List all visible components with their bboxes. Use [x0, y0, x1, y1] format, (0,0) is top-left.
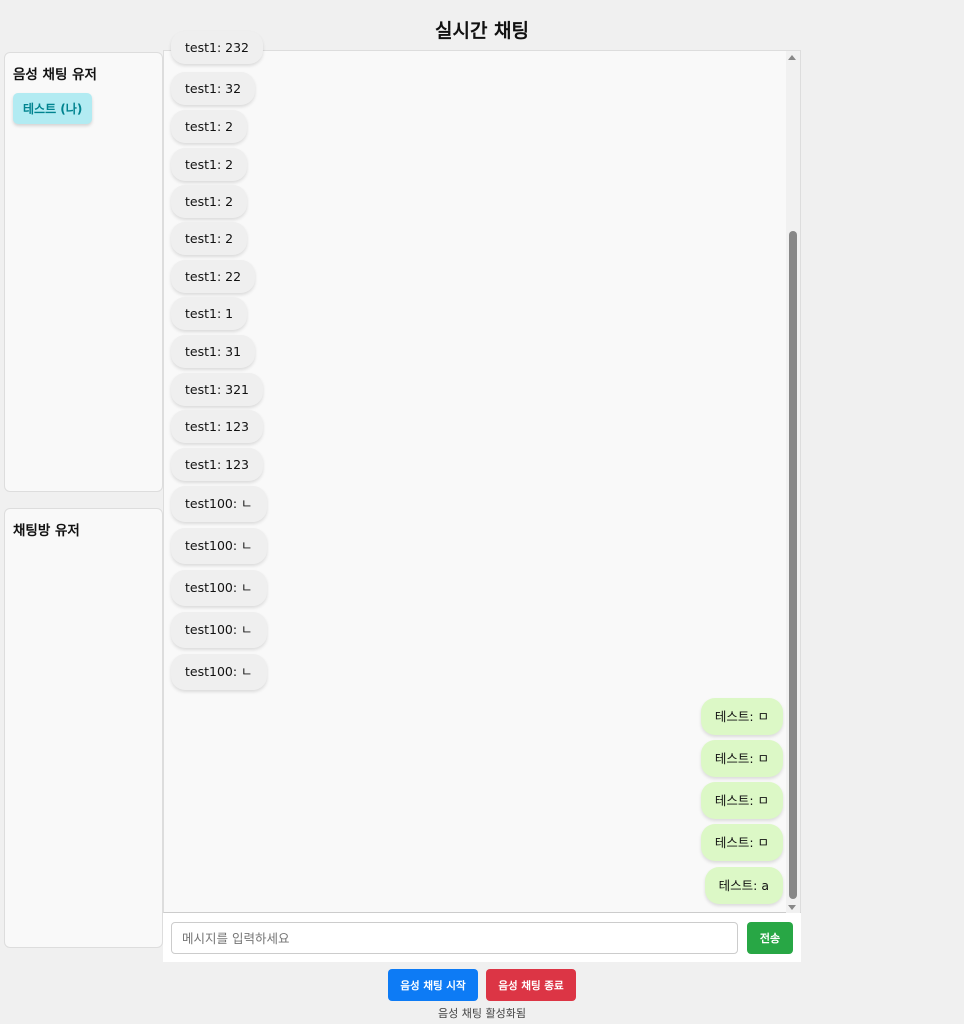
chat-scrollbar[interactable] [786, 51, 800, 914]
voice-status-text: 음성 채팅 활성화됨 [438, 1007, 526, 1020]
end-voice-chat-button[interactable]: 음성 채팅 종료 [486, 969, 576, 1001]
scroll-down-arrow-icon[interactable] [788, 905, 796, 910]
room-users-title: 채팅방 유저 [13, 523, 80, 539]
message-bubble: test1: 31 [171, 335, 256, 368]
my-message-bubble: 테스트: a [704, 867, 783, 904]
message-bubble: test1: 1 [171, 297, 248, 330]
message-bubble: test1: 321 [171, 373, 264, 406]
message-bubble: test1: 2 [171, 110, 248, 143]
message-bubble: test1: 2 [171, 222, 248, 255]
message-bubble: test1: 32 [171, 72, 256, 105]
voice-user-chip[interactable]: 테스트 (나) [13, 93, 93, 124]
message-bubble: test1: 22 [171, 260, 256, 293]
message-list: test1: 232 test1: 32 test1: 2 test1: 2 test1… [171, 31, 783, 914]
message-bubble: test100: ㄴ [171, 654, 267, 690]
message-input-bar: 전송 [163, 913, 801, 962]
start-voice-chat-button[interactable]: 음성 채팅 시작 [388, 969, 478, 1001]
message-bubble: test100: ㄴ [171, 570, 267, 606]
send-button[interactable]: 전송 [747, 922, 793, 954]
voice-users-title: 음성 채팅 유저 [13, 67, 97, 83]
scroll-up-arrow-icon[interactable] [788, 55, 796, 60]
my-message-bubble: 테스트: ㅁ [700, 824, 783, 861]
message-bubble: test100: ㄴ [171, 612, 267, 648]
scroll-thumb[interactable] [789, 231, 797, 899]
page-title: 실시간 채팅 [434, 20, 529, 42]
message-bubble: test1: 123 [171, 448, 264, 481]
my-message-bubble: 테스트: ㅁ [700, 698, 783, 735]
message-bubble: test1: 232 [171, 31, 264, 64]
message-bubble: test100: ㄴ [171, 528, 267, 564]
room-users-panel: 채팅방 유저 [4, 508, 163, 948]
message-input[interactable] [171, 922, 738, 954]
my-message-bubble: 테스트: ㅁ [700, 740, 783, 777]
message-bubble: test100: ㄴ [171, 486, 267, 522]
voice-users-panel: 음성 채팅 유저 테스트 (나) [4, 52, 163, 492]
message-bubble: test1: 123 [171, 410, 264, 443]
my-message-bubble: 테스트: ㅁ [700, 782, 783, 819]
chat-messages-area[interactable]: test1: 232 test1: 32 test1: 2 test1: 2 test1… [163, 31, 801, 914]
message-bubble: test1: 2 [171, 148, 248, 181]
message-bubble: test1: 2 [171, 185, 248, 218]
